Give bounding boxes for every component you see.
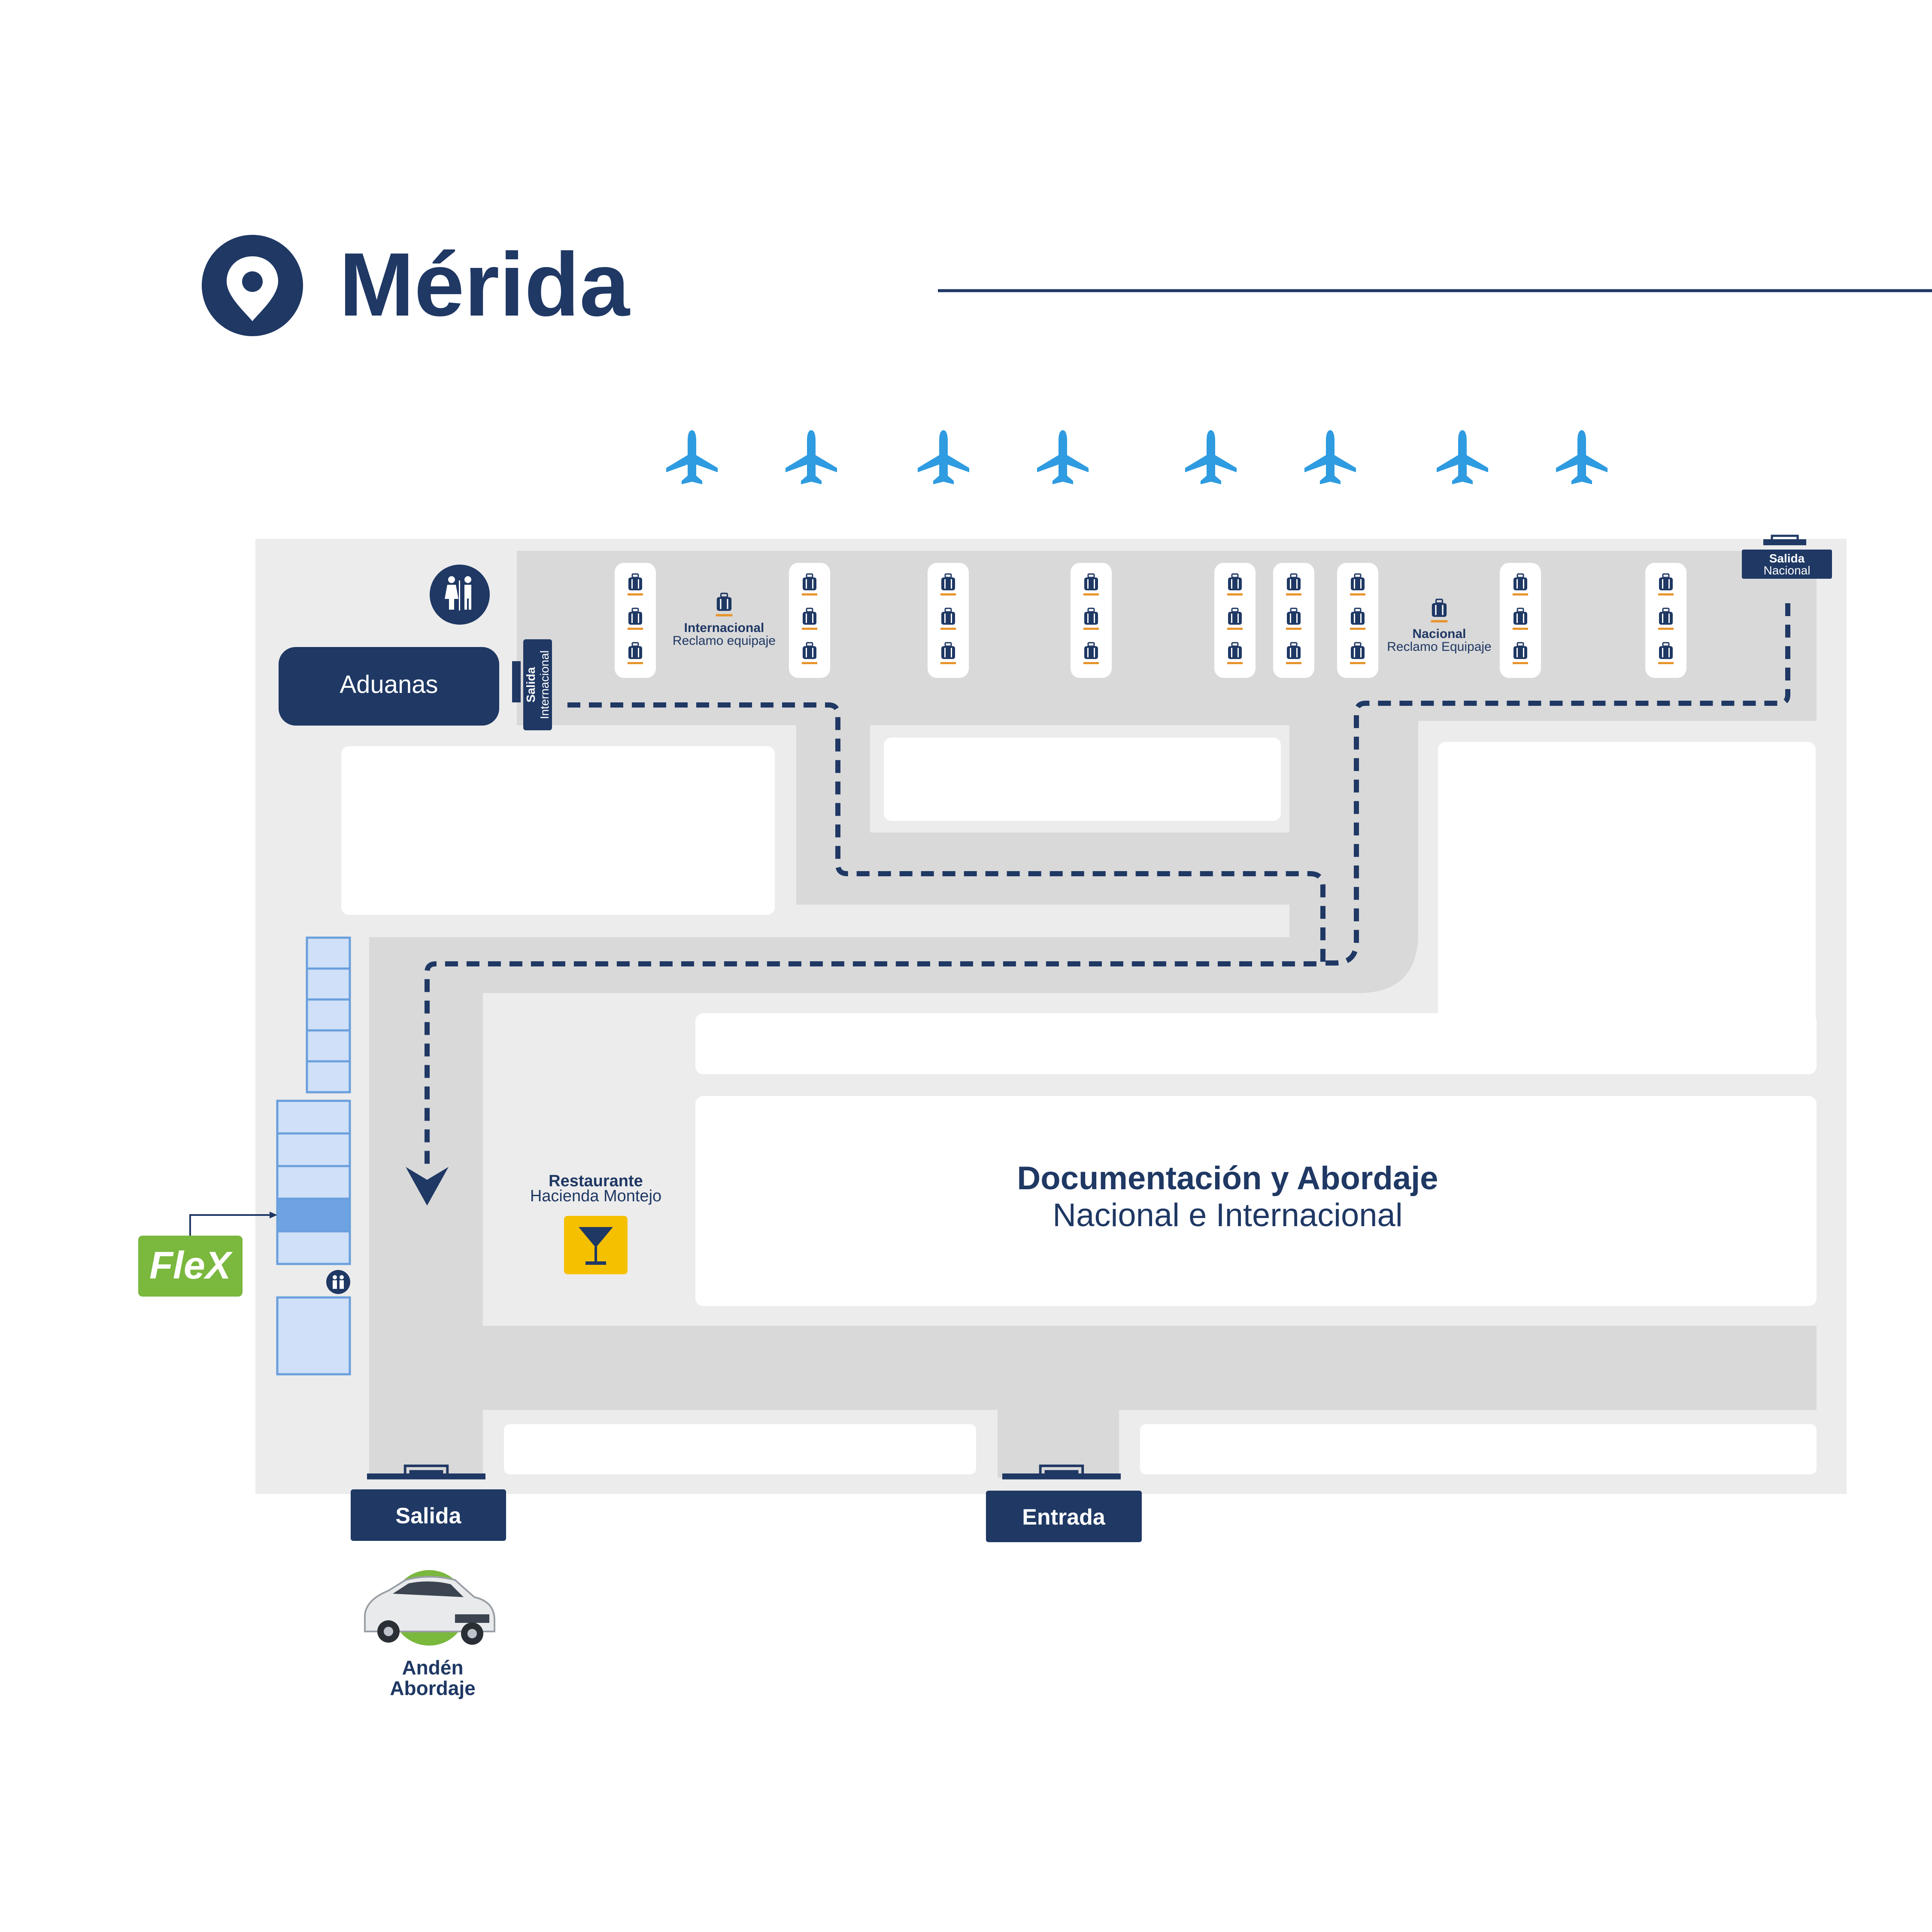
airplane-icon <box>1437 429 1488 485</box>
arrow-down-icon <box>406 1167 449 1206</box>
page-title: Mérida <box>339 234 631 335</box>
rooms <box>341 725 1817 1474</box>
airplane-icon <box>1185 429 1237 485</box>
anden-line2: Abordaje <box>390 1677 475 1699</box>
salida-internacional-line2: Internacional <box>538 650 551 719</box>
salida-nacional-line1: Salida <box>1769 552 1805 565</box>
reclamo-nacional: Nacional Reclamo Equipaje <box>1387 598 1492 654</box>
parking-spaces <box>276 936 351 1376</box>
reclamo-internacional: Internacional Reclamo equipaje <box>673 592 776 648</box>
reclamo-nacional-line2: Reclamo Equipaje <box>1387 640 1491 654</box>
baggage-belt <box>1500 563 1541 678</box>
baggage-belt <box>1071 563 1112 678</box>
baggage-belt <box>1337 563 1378 678</box>
baggage-belt <box>1645 563 1686 678</box>
baggage-belt <box>1273 563 1314 678</box>
cocktail-icon <box>564 1216 628 1274</box>
salida-label: Salida <box>395 1504 461 1528</box>
baggage-belt <box>789 563 830 678</box>
aduanas-label: Aduanas <box>340 671 438 699</box>
salida-internacional-line1: Salida <box>524 667 537 702</box>
airplane-icon <box>1304 429 1356 485</box>
reclamo-internacional-line2: Reclamo equipaje <box>673 634 776 648</box>
airplane-gates <box>666 429 1607 485</box>
aduanas-area: Aduanas <box>279 647 499 726</box>
restroom-icon <box>326 1270 350 1294</box>
salida-button[interactable]: Salida <box>351 1489 506 1541</box>
restroom-icon <box>430 565 490 625</box>
restaurante-line1: Restaurante <box>549 1172 643 1190</box>
documentacion-line1: Documentación y Abordaje <box>1017 1160 1438 1197</box>
baggage-belt <box>1214 563 1256 678</box>
airplane-icon <box>918 429 969 485</box>
airplane-icon <box>1037 429 1089 485</box>
restaurante-line2: Hacienda Montejo <box>530 1187 661 1205</box>
walking-routes <box>425 603 1790 1168</box>
salida-internacional-sign: Salida Internacional <box>512 639 552 730</box>
restaurante: Restaurante Hacienda Montejo <box>530 1172 661 1274</box>
baggage-belt <box>928 563 969 678</box>
reclamo-internacional-line1: Internacional <box>684 621 764 635</box>
airplane-icon <box>1556 429 1607 485</box>
baggage-belt <box>615 563 656 678</box>
anden-line1: Andén <box>402 1656 463 1679</box>
documentacion-line2: Nacional e Internacional <box>1052 1197 1402 1233</box>
salida-nacional-line2: Nacional <box>1764 564 1811 577</box>
baggage-belts <box>615 563 1686 678</box>
location-pin-icon <box>202 235 303 336</box>
car-icon <box>364 1570 495 1646</box>
entrada-label: Entrada <box>1022 1505 1106 1530</box>
reclamo-nacional-line1: Nacional <box>1412 627 1466 641</box>
flex-logo: FleX <box>149 1244 233 1287</box>
airplane-icon <box>666 429 718 485</box>
flex-sign: FleX <box>138 1212 277 1297</box>
entrada-button[interactable]: Entrada <box>986 1491 1142 1542</box>
salida-nacional-sign: Salida Nacional <box>1742 535 1832 579</box>
documentacion-room <box>695 1096 1817 1306</box>
airplane-icon <box>786 429 837 485</box>
